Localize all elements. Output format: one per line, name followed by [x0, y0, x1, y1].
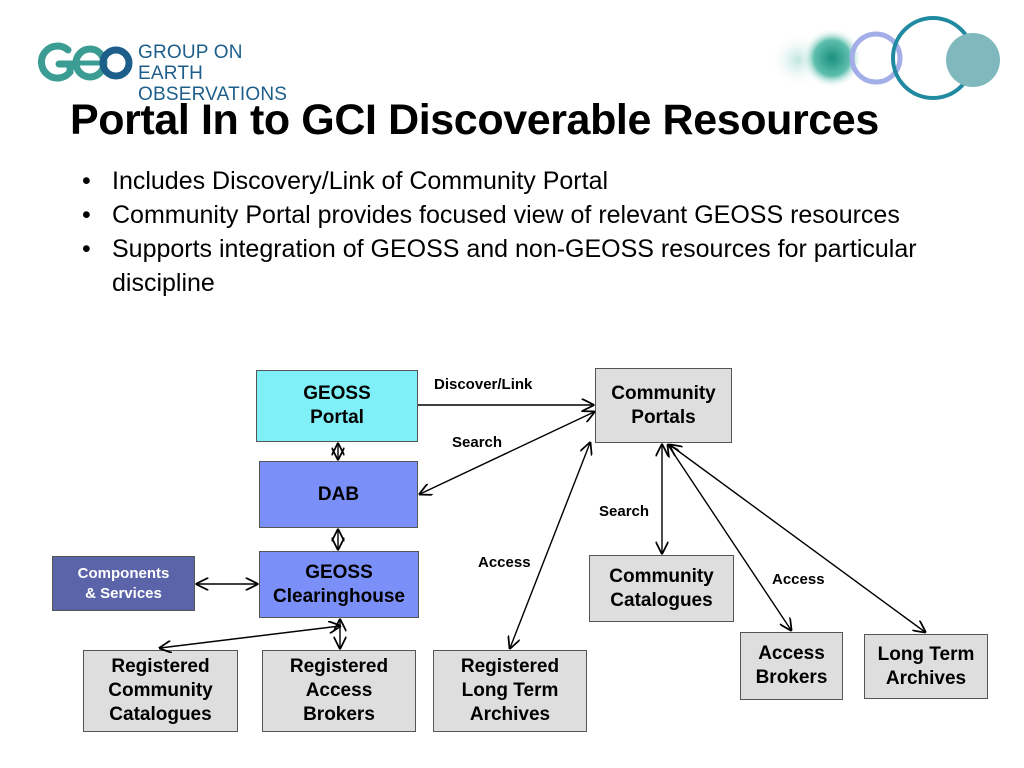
community-catalogues-label: Community Catalogues: [609, 565, 714, 611]
geoss-clearinghouse-box: GEOSS Clearinghouse: [259, 551, 419, 618]
components-services-box: Components & Services: [52, 556, 195, 611]
geoss-portal-box: GEOSS Portal: [256, 370, 418, 442]
long-term-archives-label: Long Term Archives: [877, 643, 975, 689]
bullet-dot-icon: •: [82, 201, 91, 229]
community-portals-label: Community Portals: [611, 382, 716, 428]
community-portals-box: Community Portals: [595, 368, 732, 443]
bullet-list: • Includes Discovery/Link of Community Po…: [78, 164, 978, 300]
registered-access-brokers-label: Registered Access Brokers: [289, 656, 389, 725]
registered-community-catalogues-label: Registered Community Catalogues: [108, 656, 213, 725]
decorative-circles-icon: [770, 16, 1000, 100]
registered-long-term-archives-label: Registered Long Term Archives: [460, 656, 560, 725]
org-name: GROUP ON EARTH OBSERVATIONS: [138, 42, 338, 105]
dab-box: DAB: [259, 461, 418, 528]
search-label-top: Search: [452, 434, 503, 451]
access-label-left: Access: [478, 554, 531, 571]
community-catalogues-box: Community Catalogues: [589, 555, 734, 622]
bullet-text: Includes Discovery/Link of Community Por…: [112, 167, 609, 195]
arrow-dab-community-search: [420, 412, 594, 494]
bullet-item: • Supports integration of GEOSS and non-G…: [78, 232, 978, 300]
access-brokers-label: Access Brokers: [755, 643, 828, 688]
registered-community-catalogues-box: Registered Community Catalogues: [83, 650, 238, 732]
bullet-dot-icon: •: [82, 167, 91, 195]
arrow-registered-archives-community: [510, 443, 590, 648]
components-services-label: Components & Services: [77, 564, 170, 602]
long-term-archives-box: Long Term Archives: [864, 634, 988, 699]
access-brokers-box: Access Brokers: [740, 632, 843, 700]
arrow-clearinghouse-registered-catalogues: [160, 626, 340, 648]
dab-label: DAB: [317, 483, 360, 505]
access-label-right: Access: [772, 571, 825, 588]
search-label-right: Search: [599, 503, 650, 520]
geoss-portal-label: GEOSS Portal: [303, 383, 371, 428]
bullet-dot-icon: •: [82, 235, 91, 263]
discover-link-label: Discover/Link: [434, 376, 533, 393]
page-title: Portal In to GCI Discoverable Resources: [70, 96, 879, 144]
geoss-clearinghouse-label: GEOSS Clearinghouse: [273, 561, 405, 607]
geo-logo: GROUP ON EARTH OBSERVATIONS: [37, 38, 338, 105]
registered-access-brokers-box: Registered Access Brokers: [262, 650, 416, 732]
bullet-item: • Includes Discovery/Link of Community Po…: [78, 164, 978, 198]
geo-logo-icon: [37, 42, 133, 82]
registered-long-term-archives-box: Registered Long Term Archives: [433, 650, 587, 732]
bullet-item: • Community Portal provides focused view …: [78, 198, 978, 232]
org-name-line1: GROUP ON: [138, 42, 243, 63]
bullet-text: Community Portal provides focused view o…: [112, 201, 900, 229]
org-name-line2: EARTH OBSERVATIONS: [138, 63, 288, 105]
bullet-text: Supports integration of GEOSS and non-GE…: [112, 235, 917, 297]
